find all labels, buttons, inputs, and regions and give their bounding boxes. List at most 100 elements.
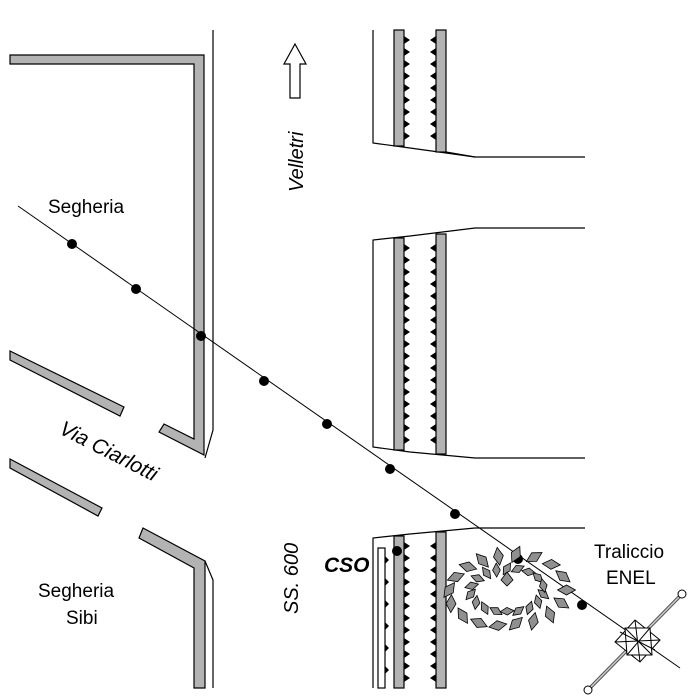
via-ciarlotti-upper-wall [9, 350, 125, 417]
hedge-marker [404, 304, 410, 312]
hedge-marker [404, 554, 410, 562]
hedge-marker [404, 340, 410, 348]
tree-leaf [502, 562, 512, 576]
hedge-marker [430, 424, 436, 432]
tree-leaf [510, 564, 525, 573]
hedge-marker [430, 638, 436, 646]
power-pylon-icon [583, 589, 687, 695]
hedge-marker [404, 60, 410, 68]
hedge-marker [430, 132, 436, 140]
hedge-marker [430, 566, 436, 574]
pole-dot [259, 376, 269, 386]
hedge-marker [430, 626, 436, 634]
hedge-marker [404, 108, 410, 116]
tree-leaf [445, 593, 457, 614]
hedge-marker [430, 388, 436, 396]
hedge-marker [404, 268, 410, 276]
tree-leaf [488, 620, 508, 631]
tree-leaf [489, 607, 503, 616]
pole-dot [385, 464, 395, 474]
tree-leaf [510, 545, 521, 564]
hedge-marker [404, 412, 410, 420]
hedge-marker [404, 72, 410, 80]
hedge-marker [430, 614, 436, 622]
hedge-marker [404, 424, 410, 432]
tree-leaf [500, 571, 514, 587]
tree-leaf [533, 594, 543, 610]
pole-dot [322, 419, 332, 429]
tree-leaf [528, 611, 539, 631]
hedge-marker [404, 84, 410, 92]
hedge-marker [404, 626, 410, 634]
hedge-marker [430, 364, 436, 372]
label-via-ciarlotti: Via Ciarlotti [56, 417, 163, 487]
tree-leaf [555, 570, 571, 583]
hedge-marker [430, 72, 436, 80]
hedge-marker [430, 590, 436, 598]
via-ciarlotti-lower-wall [9, 458, 103, 517]
pole-dot [67, 239, 77, 249]
tree-leaf [508, 616, 523, 631]
hedge-marker [404, 132, 410, 140]
hedge-marker [430, 662, 436, 670]
power-line-poles [67, 239, 587, 610]
hedge-marker [430, 304, 436, 312]
hedge-marker [385, 600, 389, 608]
hedge-marker [430, 108, 436, 116]
hedge-marker [404, 578, 410, 586]
tree-leaf [457, 607, 468, 625]
hedge-marker [385, 644, 389, 652]
power-line [17, 205, 681, 669]
hedge-markers [385, 36, 436, 682]
hedge-marker [385, 578, 389, 586]
hedge-marker [430, 400, 436, 408]
hedge-marker [404, 650, 410, 658]
hedge-marker [430, 436, 436, 444]
tree-leaf [541, 558, 562, 570]
hedge-marker [404, 292, 410, 300]
tree-leaf [525, 552, 543, 563]
tree-leaf [499, 606, 515, 616]
hedge-marker [430, 120, 436, 128]
tree-leaf [482, 566, 492, 580]
hedge-marker [404, 602, 410, 610]
arrow-up-icon [282, 42, 308, 99]
hedge-marker [430, 578, 436, 586]
bottom-left-building-wall [138, 527, 214, 689]
hedge-marker [404, 328, 410, 336]
hedge-marker [430, 352, 436, 360]
hedge-marker [430, 316, 436, 324]
hedge-marker [404, 674, 410, 682]
tree-leaf [492, 562, 501, 578]
pole-dot [450, 509, 460, 519]
hedge-marker [404, 662, 410, 670]
hedge-marker [430, 542, 436, 550]
cso-marker [392, 546, 402, 556]
label-segheria-sibi-1: Segheria [38, 581, 114, 602]
hedge-marker [430, 48, 436, 56]
label-cso: CSO [324, 554, 370, 577]
hedge-marker [404, 542, 410, 550]
tree-leaf [464, 581, 480, 591]
hedge-marker [385, 622, 389, 630]
hedge-marker [430, 602, 436, 610]
hedge-marker [404, 48, 410, 56]
tree-leaf [446, 571, 466, 583]
hedge-marker [430, 256, 436, 264]
hedge-marker [404, 590, 410, 598]
label-velletri: Velletri [286, 131, 308, 192]
tree-leaf [539, 577, 548, 594]
tree-leaf [471, 594, 481, 611]
hedge-marker [404, 400, 410, 408]
tree-leaf [544, 605, 556, 624]
hedge-marker [430, 340, 436, 348]
hedge-marker [430, 292, 436, 300]
tree-leaf [525, 600, 534, 616]
hedge-marker [404, 376, 410, 384]
hedge-marker [385, 666, 389, 674]
tree-leaf [458, 561, 478, 573]
tree-leaf [470, 574, 486, 583]
hedge-marker [430, 554, 436, 562]
tree-cluster-icon [443, 545, 577, 631]
